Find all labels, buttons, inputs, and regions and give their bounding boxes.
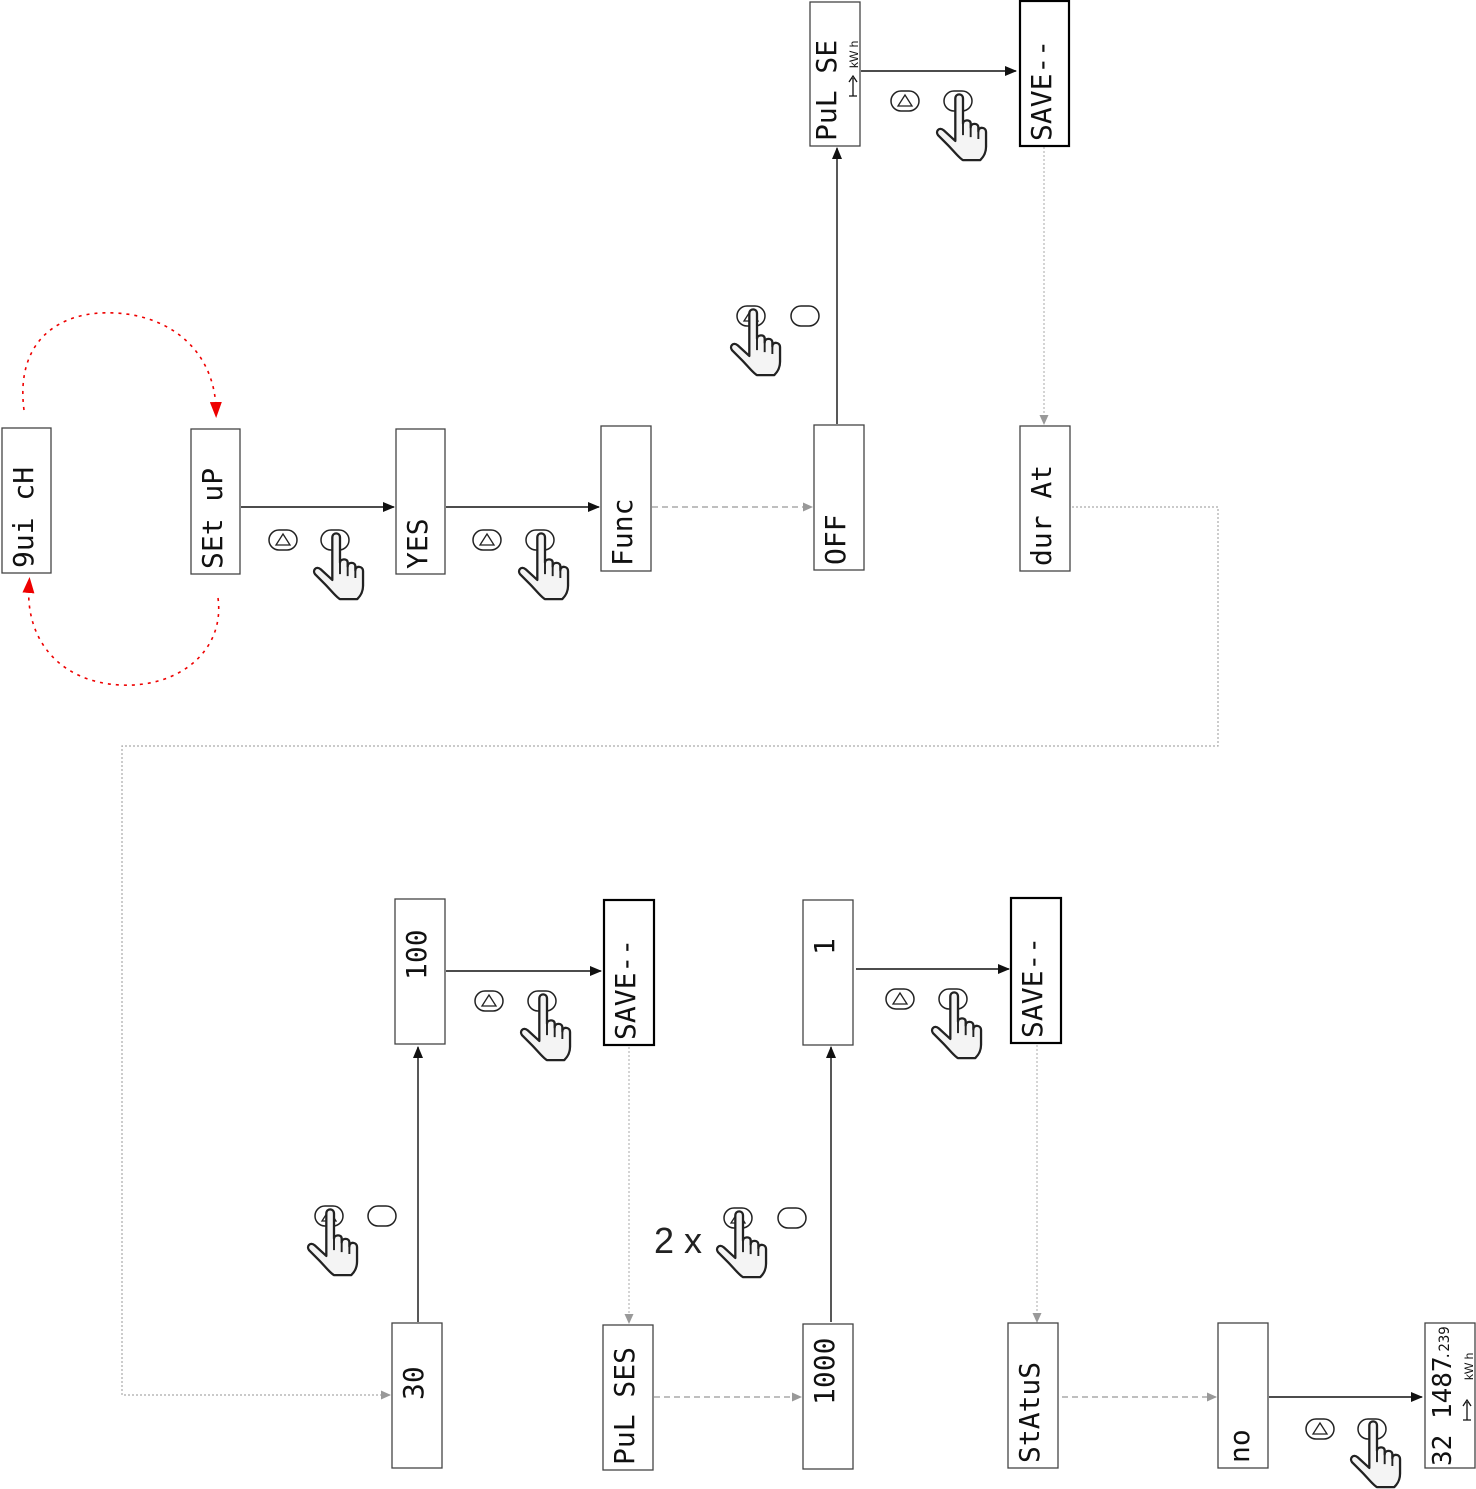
press-up-1000: 2 x [654,1207,807,1279]
display-no: no [1217,1322,1269,1469]
display-text: 100 [400,929,433,980]
display-quick: 9ui cH [1,427,52,574]
unit-label: kW h [847,41,861,68]
unit-label: kW h [1462,1353,1476,1380]
display-pulses: PuL SES [602,1324,654,1471]
display-off: OFF [813,424,865,571]
enter-button-icon [790,305,820,327]
press-enter-setup [268,529,365,601]
display-text: 1 [808,938,841,955]
display-text: SAVE-- [1016,937,1049,1038]
display-save-1: SAVE-- [1018,0,1071,148]
enter-button-icon [777,1207,807,1229]
enter-button-icon [367,1205,397,1227]
display-durat: dur At [1019,425,1071,572]
display-text: PuL SE [810,40,843,141]
export-arrow-icon [848,74,858,97]
display-text: 9ui cH [7,467,40,568]
export-arrow-icon [1462,1398,1472,1421]
up-button-icon [472,529,502,551]
display-text: SAVE-- [1025,40,1058,141]
display-text: no [1223,1429,1256,1463]
display-30: 30 [391,1322,443,1469]
display-100: 100 [394,898,446,1045]
display-text: SAVE-- [609,939,642,1040]
press-enter-yes [472,529,570,601]
press-up-off [729,305,820,377]
display-text: 30 [397,1366,430,1400]
display-func: Func [600,425,652,572]
display-setup: SEt uP [190,428,241,575]
display-text: YES [401,518,434,569]
display-text: StAtuS [1013,1362,1046,1463]
display-decimal: .239 [1437,1326,1453,1360]
connectors [22,66,1423,1402]
repeat-label: 2 x [654,1220,702,1261]
display-text: SEt uP [196,468,229,569]
up-button-icon [1305,1418,1335,1440]
display-yes: YES [395,428,446,575]
press-up-30 [306,1205,397,1277]
up-button-icon [890,90,920,112]
press-enter-no [1305,1418,1402,1489]
display-save-2: SAVE-- [602,898,656,1047]
display-text: OFF [819,514,852,565]
display-save-3: SAVE-- [1009,896,1063,1045]
display-status: StAtuS [1007,1322,1059,1469]
press-enter-1 [885,988,983,1060]
display-final-reading: 32 1487.239 kW h [1424,1322,1476,1469]
display-text: dur At [1025,465,1058,566]
up-button-icon [268,529,298,551]
press-enter-pulse [890,90,988,162]
display-pulse: PuL SE kW h [809,1,861,147]
display-text: PuL SES [608,1347,641,1465]
display-text: Func [606,499,639,566]
display-1: 1 [802,899,854,1046]
up-button-icon [885,988,915,1010]
display-text: 32 1487 [1428,1356,1458,1466]
up-button-icon [474,990,504,1012]
press-enter-100 [474,990,572,1062]
display-text: 1000 [808,1338,841,1405]
display-1000: 1000 [802,1323,854,1470]
